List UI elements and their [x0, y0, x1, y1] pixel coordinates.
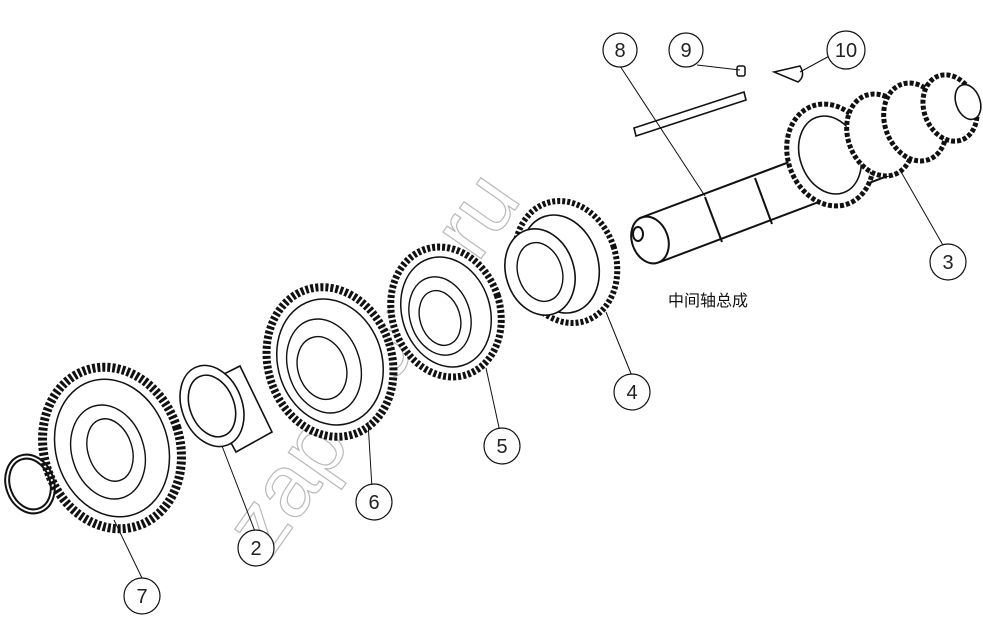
key-bar — [633, 90, 747, 138]
svg-text:7: 7 — [136, 586, 147, 608]
gear-4 — [504, 198, 621, 326]
callout-6: 6 — [355, 483, 393, 521]
svg-text:2: 2 — [250, 538, 261, 560]
callout-4: 4 — [613, 373, 651, 411]
svg-text:8: 8 — [614, 40, 625, 62]
gear-7 — [38, 362, 186, 534]
gear-6 — [262, 283, 398, 441]
callout-10: 10 — [826, 30, 866, 70]
callout-9: 9 — [668, 32, 704, 68]
svg-text:10: 10 — [835, 40, 857, 62]
callout-8: 8 — [602, 32, 638, 68]
svg-text:5: 5 — [496, 436, 507, 458]
gear-5 — [387, 243, 505, 381]
callout-2: 2 — [237, 529, 275, 567]
callout-7: 7 — [123, 577, 161, 615]
leader-lines — [113, 53, 945, 579]
svg-text:6: 6 — [368, 492, 379, 514]
callouts: 8 9 10 3 4 5 6 2 7 — [123, 30, 967, 615]
shaft-gear-cluster — [784, 72, 982, 209]
woodruff-key — [771, 65, 804, 83]
snap-ring — [4, 453, 56, 515]
svg-text:4: 4 — [626, 382, 637, 404]
svg-text:9: 9 — [680, 40, 691, 62]
callout-3: 3 — [929, 243, 967, 281]
svg-text:3: 3 — [942, 252, 953, 274]
sleeve — [179, 364, 274, 454]
diagram-caption: 中间轴总成 — [668, 291, 748, 310]
small-key — [736, 65, 746, 77]
callout-5: 5 — [483, 427, 521, 465]
